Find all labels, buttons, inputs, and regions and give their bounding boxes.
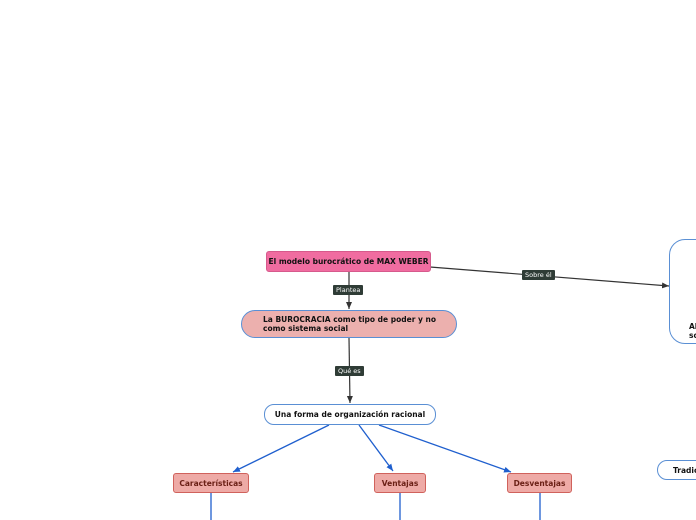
ventajas-node[interactable]: Ventajas — [374, 473, 426, 493]
organizacion-label: Una forma de organización racional — [274, 410, 426, 419]
right-topic-label-line1: Al — [689, 322, 696, 331]
tradicional-label: Tradic — [673, 465, 696, 475]
connector-to-desventajas — [378, 424, 512, 473]
burocracia-node[interactable]: La BUROCRACIA como tipo de poder y no co… — [241, 310, 457, 338]
connector-to-ventajas — [358, 424, 394, 472]
caracteristicas-label: Características — [179, 478, 243, 488]
root-topic-node[interactable]: El modelo burocrático de MAX WEBER — [266, 251, 431, 272]
desventajas-label: Desventajas — [513, 478, 566, 488]
edge-label-sobre-el: Sobre él — [522, 270, 555, 280]
organizacion-node[interactable]: Una forma de organización racional — [264, 404, 436, 425]
right-topic-node-partial[interactable]: Al so — [669, 239, 696, 344]
burocracia-label: La BUROCRACIA como tipo de poder y no co… — [263, 315, 437, 333]
edge-label-que-es: Qué es — [335, 366, 364, 376]
ventajas-label: Ventajas — [381, 478, 419, 488]
connector-to-caracteristicas — [232, 424, 330, 473]
desventajas-node[interactable]: Desventajas — [507, 473, 572, 493]
edge-label-plantea: Plantea — [333, 285, 364, 295]
caracteristicas-node[interactable]: Características — [173, 473, 249, 493]
tradicional-node-partial[interactable]: Tradic — [657, 460, 696, 480]
root-topic-label: El modelo burocrático de MAX WEBER — [268, 257, 429, 266]
right-topic-label-line2: so — [689, 331, 696, 340]
